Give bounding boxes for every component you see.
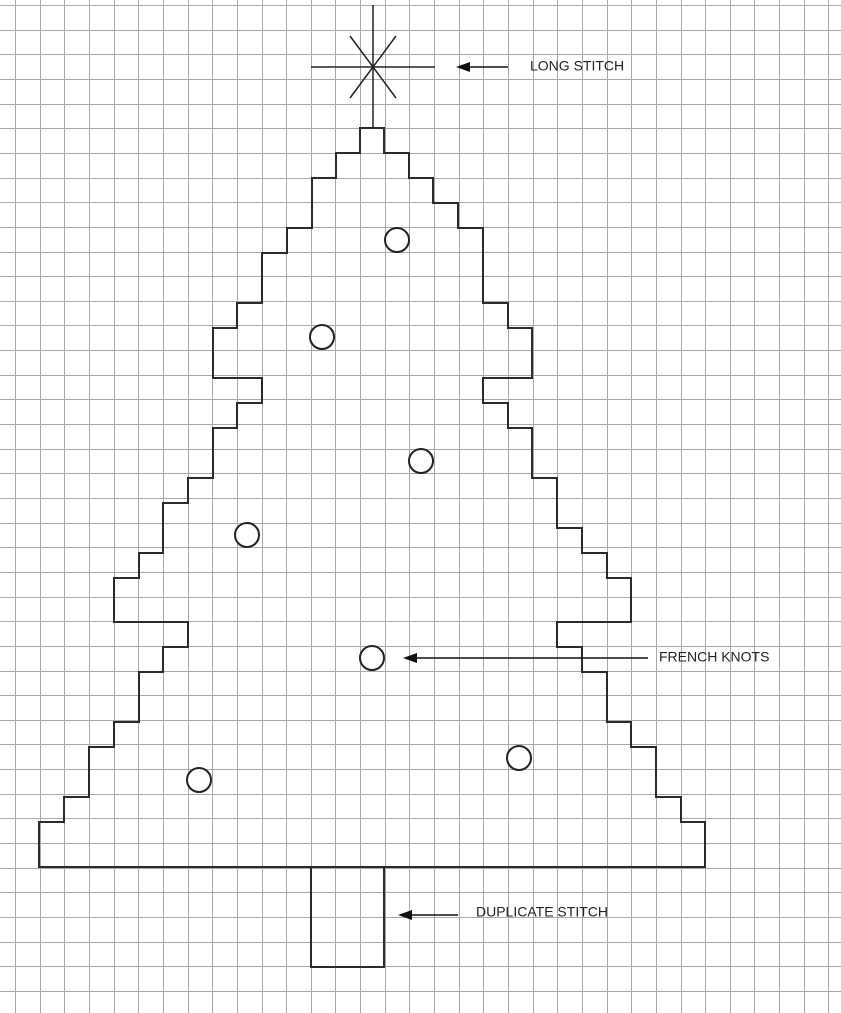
annotation-french-knots: FRENCH KNOTS — [403, 649, 769, 665]
arrow-left-icon — [456, 62, 470, 72]
french-knot — [385, 228, 409, 252]
french-knot — [235, 523, 259, 547]
label-duplicate-stitch: DUPLICATE STITCH — [476, 904, 608, 920]
french-knot — [360, 646, 384, 670]
label-long-stitch: LONG STITCH — [530, 58, 624, 74]
star-long-stitch — [311, 5, 435, 128]
french-knot — [507, 746, 531, 770]
arrow-left-icon — [398, 910, 412, 920]
french-knot — [187, 768, 211, 792]
annotation-long-stitch: LONG STITCH — [456, 58, 624, 74]
label-french-knots: FRENCH KNOTS — [659, 649, 769, 665]
french-knot — [310, 325, 334, 349]
french-knot — [409, 449, 433, 473]
